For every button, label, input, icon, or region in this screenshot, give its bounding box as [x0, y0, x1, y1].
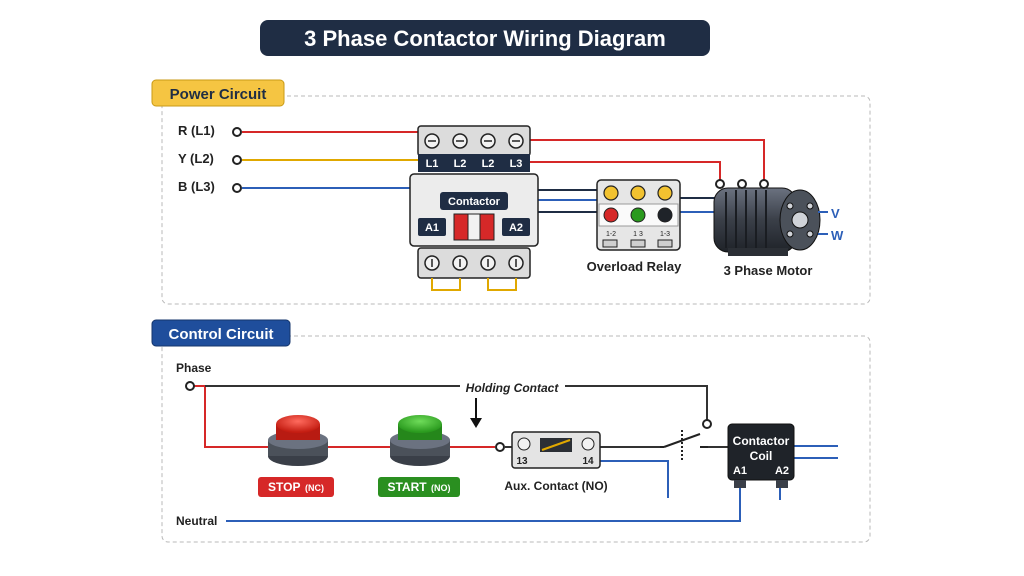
phase-label: Phase [176, 361, 212, 375]
input-label-y: Y (L2) [178, 151, 214, 166]
coil-terminal-a1: A1 [733, 465, 747, 477]
stop-sub: (NC) [305, 483, 324, 493]
contactor-label: Contactor [448, 196, 501, 208]
motor-label: 3 Phase Motor [724, 263, 813, 278]
aux-input-terminal [495, 442, 505, 452]
control-circuit-panel [161, 335, 871, 543]
motor: V W 3 Phase Motor [713, 179, 844, 278]
svg-text:STOP (NC): STOP (NC) [268, 478, 324, 495]
neutral-label: Neutral [176, 514, 217, 528]
relay-test-green [630, 207, 646, 223]
svg-text:START (NO): START (NO) [387, 478, 450, 495]
coil-label-line1: Contactor [733, 434, 790, 448]
contactor-coil-a1: A1 [425, 222, 439, 234]
start-sub: (NO) [431, 483, 451, 493]
output-wires [530, 139, 765, 213]
relay-terminal-1: 1-2 [606, 231, 616, 238]
start-label: START [387, 480, 427, 494]
aux-contact: 13 14 Aux. Contact (NO) [504, 431, 608, 493]
input-terminal-r [232, 127, 242, 137]
relay-indicator [657, 207, 673, 223]
overload-relay: 1-2 1 3 1-3 Overload Relay [587, 179, 682, 274]
page-title: 3 Phase Contactor Wiring Diagram [304, 26, 666, 51]
motor-terminal-w: W [831, 228, 844, 243]
relay-terminal-2: 1 3 [633, 231, 643, 238]
power-circuit-badge: Power Circuit [151, 79, 285, 107]
contactor-coil: Contactor Coil A1 A2 [727, 423, 795, 488]
holding-contact-arrow [470, 398, 482, 428]
title-banner: 3 Phase Contactor Wiring Diagram [260, 20, 710, 56]
relay-terminal-3: 1-3 [660, 231, 670, 238]
input-wires [242, 131, 418, 189]
aux-terminal-13: 13 [516, 456, 528, 467]
stop-label-badge: STOP (NC) [258, 477, 334, 497]
control-wires [190, 385, 838, 522]
phase-terminal [185, 381, 195, 391]
stop-label: STOP [268, 480, 300, 494]
coil-label-line2: Coil [750, 449, 773, 463]
control-circuit-label: Control Circuit [169, 326, 274, 343]
control-circuit-badge: Control Circuit [151, 319, 291, 347]
stop-button[interactable] [268, 415, 328, 466]
start-label-badge: START (NO) [378, 477, 460, 497]
aux-contact-label: Aux. Contact (NO) [504, 479, 607, 493]
relay-reset-red [603, 207, 619, 223]
contactor-terminal-2: L2 [454, 158, 467, 170]
motor-terminal-v: V [831, 206, 840, 221]
holding-switch [660, 430, 708, 460]
contactor-terminal-3: L2 [482, 158, 495, 170]
contactor-coil-a2: A2 [509, 222, 523, 234]
power-circuit-label: Power Circuit [170, 86, 267, 103]
holding-junction [702, 419, 712, 429]
holding-contact-label: Holding Contact [466, 381, 560, 395]
contactor-terminal-1: L1 [426, 158, 439, 170]
input-label-r: R (L1) [178, 123, 215, 138]
start-button[interactable] [390, 415, 450, 466]
coil-terminal-a2: A2 [775, 465, 789, 477]
input-terminal-y [232, 155, 242, 165]
contactor-terminal-4: L3 [510, 158, 523, 170]
overload-relay-label: Overload Relay [587, 259, 682, 274]
input-terminal-b [232, 183, 242, 193]
input-label-b: B (L3) [178, 179, 215, 194]
contactor: L1 L2 L2 L3 Contactor A1 A2 [409, 125, 539, 291]
aux-terminal-14: 14 [582, 456, 594, 467]
